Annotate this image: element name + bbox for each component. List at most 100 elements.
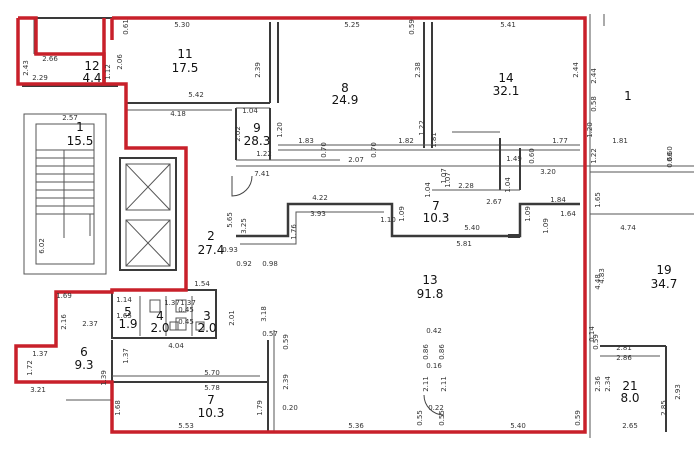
dimension-label: 2.36 xyxy=(594,376,602,392)
room-area: 2.0 xyxy=(150,321,169,335)
dimension-label: 1.83 xyxy=(298,137,314,145)
room-area: 27.4 xyxy=(198,243,225,257)
dimension-label: 1.09 xyxy=(542,218,550,234)
dimension-label: 4.74 xyxy=(620,224,636,232)
dimension-label: 5.65 xyxy=(226,212,234,228)
room-area: 24.9 xyxy=(332,93,359,107)
dimension-label: 0.55 xyxy=(416,410,424,426)
dimension-label: 5.36 xyxy=(348,422,364,430)
dimension-label: 2.39 xyxy=(254,62,262,78)
room-area: 17.5 xyxy=(172,61,199,75)
room-area: 10.3 xyxy=(198,406,225,420)
dimension-label: 5.40 xyxy=(464,224,480,232)
dimension-label: 0.86 xyxy=(422,344,430,360)
dimension-label: 2.37 xyxy=(82,320,98,328)
dimension-label: 0.70 xyxy=(370,142,378,158)
dimension-label: 0.66 xyxy=(666,152,674,168)
dimension-label: 0.57 xyxy=(262,330,278,338)
dimension-label: 0.22 xyxy=(428,404,444,412)
dimension-label: 2.02 xyxy=(234,126,242,142)
dimension-label: 1.65 xyxy=(594,192,602,208)
dimension-label: 0.59 xyxy=(408,19,416,35)
dimension-label: 3.93 xyxy=(310,210,326,218)
room-number: 19 xyxy=(656,263,671,277)
dimension-label: 5.78 xyxy=(204,384,220,392)
room-area: 8.0 xyxy=(620,391,639,405)
dimension-label: 1.22 xyxy=(418,120,426,136)
dimension-label: 5.41 xyxy=(500,21,516,29)
room-number: 5 xyxy=(124,305,132,319)
dimension-label: 2.11 xyxy=(422,376,430,392)
dimension-label: 2.28 xyxy=(458,182,474,190)
dimension-label: 0.45 xyxy=(178,306,194,314)
dimension-label: 4.18 xyxy=(170,110,186,118)
dimension-label: 5.40 xyxy=(510,422,526,430)
dimension-label: 2.38 xyxy=(414,62,422,78)
room-7: 7 xyxy=(207,393,215,407)
dimension-label: 1.37 xyxy=(32,350,48,358)
partial-room-label: 1 xyxy=(624,89,632,103)
room-number: 9 xyxy=(253,121,261,135)
dimension-label: 1.12 xyxy=(104,64,112,80)
dimension-label: 1.82 xyxy=(398,137,414,145)
dimension-label: 0.93 xyxy=(222,246,238,254)
dimension-label: 0.59 xyxy=(282,334,290,350)
stair-treads xyxy=(36,149,94,238)
dimension-label: 1.68 xyxy=(114,400,122,416)
room-area: 10.3 xyxy=(423,211,450,225)
dimension-label: 5.25 xyxy=(344,21,360,29)
dimension-label: 1.65 xyxy=(116,312,132,320)
room-area: 28.3 xyxy=(244,134,271,148)
dimension-label: 5.81 xyxy=(456,240,472,248)
room-number: 6 xyxy=(80,345,88,359)
dimension-label: 0.45 xyxy=(178,318,194,326)
dimension-label: 0.20 xyxy=(282,404,298,412)
dimension-label: 2.34 xyxy=(604,376,612,392)
dimension-label: 1.37 xyxy=(180,299,196,307)
dimension-label: 1.04 xyxy=(242,107,258,115)
leased-area-outline xyxy=(14,16,587,434)
dimension-label: 2.67 xyxy=(486,198,502,206)
dimension-label: 2.85 xyxy=(660,400,668,416)
dimension-label: 0.16 xyxy=(426,362,442,370)
dimension-label: 3.25 xyxy=(240,218,248,234)
dimension-label: 2.66 xyxy=(42,55,58,63)
room-number: 2 xyxy=(207,229,215,243)
dimension-label: 4.04 xyxy=(168,342,184,350)
room-area: 32.1 xyxy=(493,84,520,98)
dimension-label: 0.42 xyxy=(426,327,442,335)
room-number: 3 xyxy=(203,309,211,323)
dimension-label: 0.60 xyxy=(528,148,536,164)
dimension-label: 1.81 xyxy=(612,137,628,145)
room-area: 91.8 xyxy=(417,287,444,301)
room-area: 1.9 xyxy=(118,317,137,331)
dimension-label: 2.81 xyxy=(616,344,632,352)
dimension-label: 1.07 xyxy=(440,168,448,184)
room-number: 8 xyxy=(341,81,349,95)
dimension-label: 2.01 xyxy=(228,310,236,326)
dimension-label: 1.37 xyxy=(122,348,130,364)
dimension-label: 1.84 xyxy=(550,196,566,204)
dimension-label: 1.04 xyxy=(504,177,512,193)
dimension-label: 1.07 xyxy=(444,172,452,188)
dimension-label: 2.16 xyxy=(60,314,68,330)
dimension-label: 2.44 xyxy=(590,68,598,84)
elevator-shafts xyxy=(119,157,177,271)
dimension-label: 0.60 xyxy=(666,146,674,162)
dimension-label: 2.86 xyxy=(616,354,632,362)
dimension-label: 2.07 xyxy=(348,156,364,164)
dimension-label: 5.42 xyxy=(188,91,204,99)
room-number: 13 xyxy=(422,273,437,287)
dimension-label: 1.20 xyxy=(276,122,284,138)
room-number: 1 xyxy=(76,120,84,134)
dimension-label: 0.14 xyxy=(588,326,596,342)
room-area: 9.3 xyxy=(74,358,93,372)
room-area: 34.7 xyxy=(651,277,678,291)
dimension-label: 1.77 xyxy=(552,137,568,145)
dimension-label: 1.81 xyxy=(430,132,438,148)
dimension-label: 3.18 xyxy=(260,306,268,322)
room-area: 2.0 xyxy=(197,321,216,335)
dimension-label: 6.02 xyxy=(38,238,46,254)
